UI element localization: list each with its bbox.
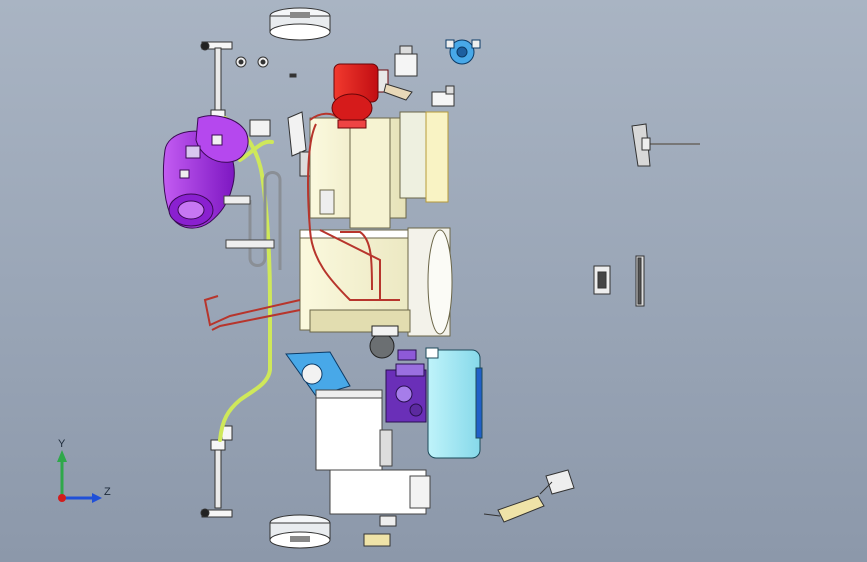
mount-bracket[interactable] [249,111,311,177]
fuel-line[interactable] [218,116,274,442]
side-rail[interactable] [635,255,645,307]
clip-part[interactable] [593,265,611,295]
idle-motor[interactable] [369,325,399,359]
fuel-pump[interactable] [331,63,389,129]
pressure-sensor[interactable] [445,39,481,65]
y-axis-label: Y [58,438,66,450]
gear-assembly[interactable] [385,349,427,423]
bottom-pulley[interactable] [269,514,331,549]
sensor-probe[interactable] [631,123,700,167]
fuel-tank[interactable] [162,115,249,229]
z-axis-label: Z [104,486,111,498]
main-housing[interactable] [299,111,453,337]
x-axis-dot [58,494,66,502]
bottom-connector[interactable] [363,515,397,547]
top-pulley[interactable] [269,7,331,41]
charcoal-canister[interactable] [425,347,483,459]
control-box[interactable] [315,389,431,515]
triad-graphic [57,450,102,503]
return-pipe[interactable] [223,171,282,271]
adapter-flange[interactable] [285,351,351,397]
bracket-arm[interactable] [483,469,575,523]
left-tie-rod[interactable] [200,41,233,518]
wire-harness[interactable] [203,112,400,331]
connector-cluster[interactable] [383,45,455,107]
coordinate-triad: Y Z [44,438,124,512]
washers[interactable] [235,56,297,78]
